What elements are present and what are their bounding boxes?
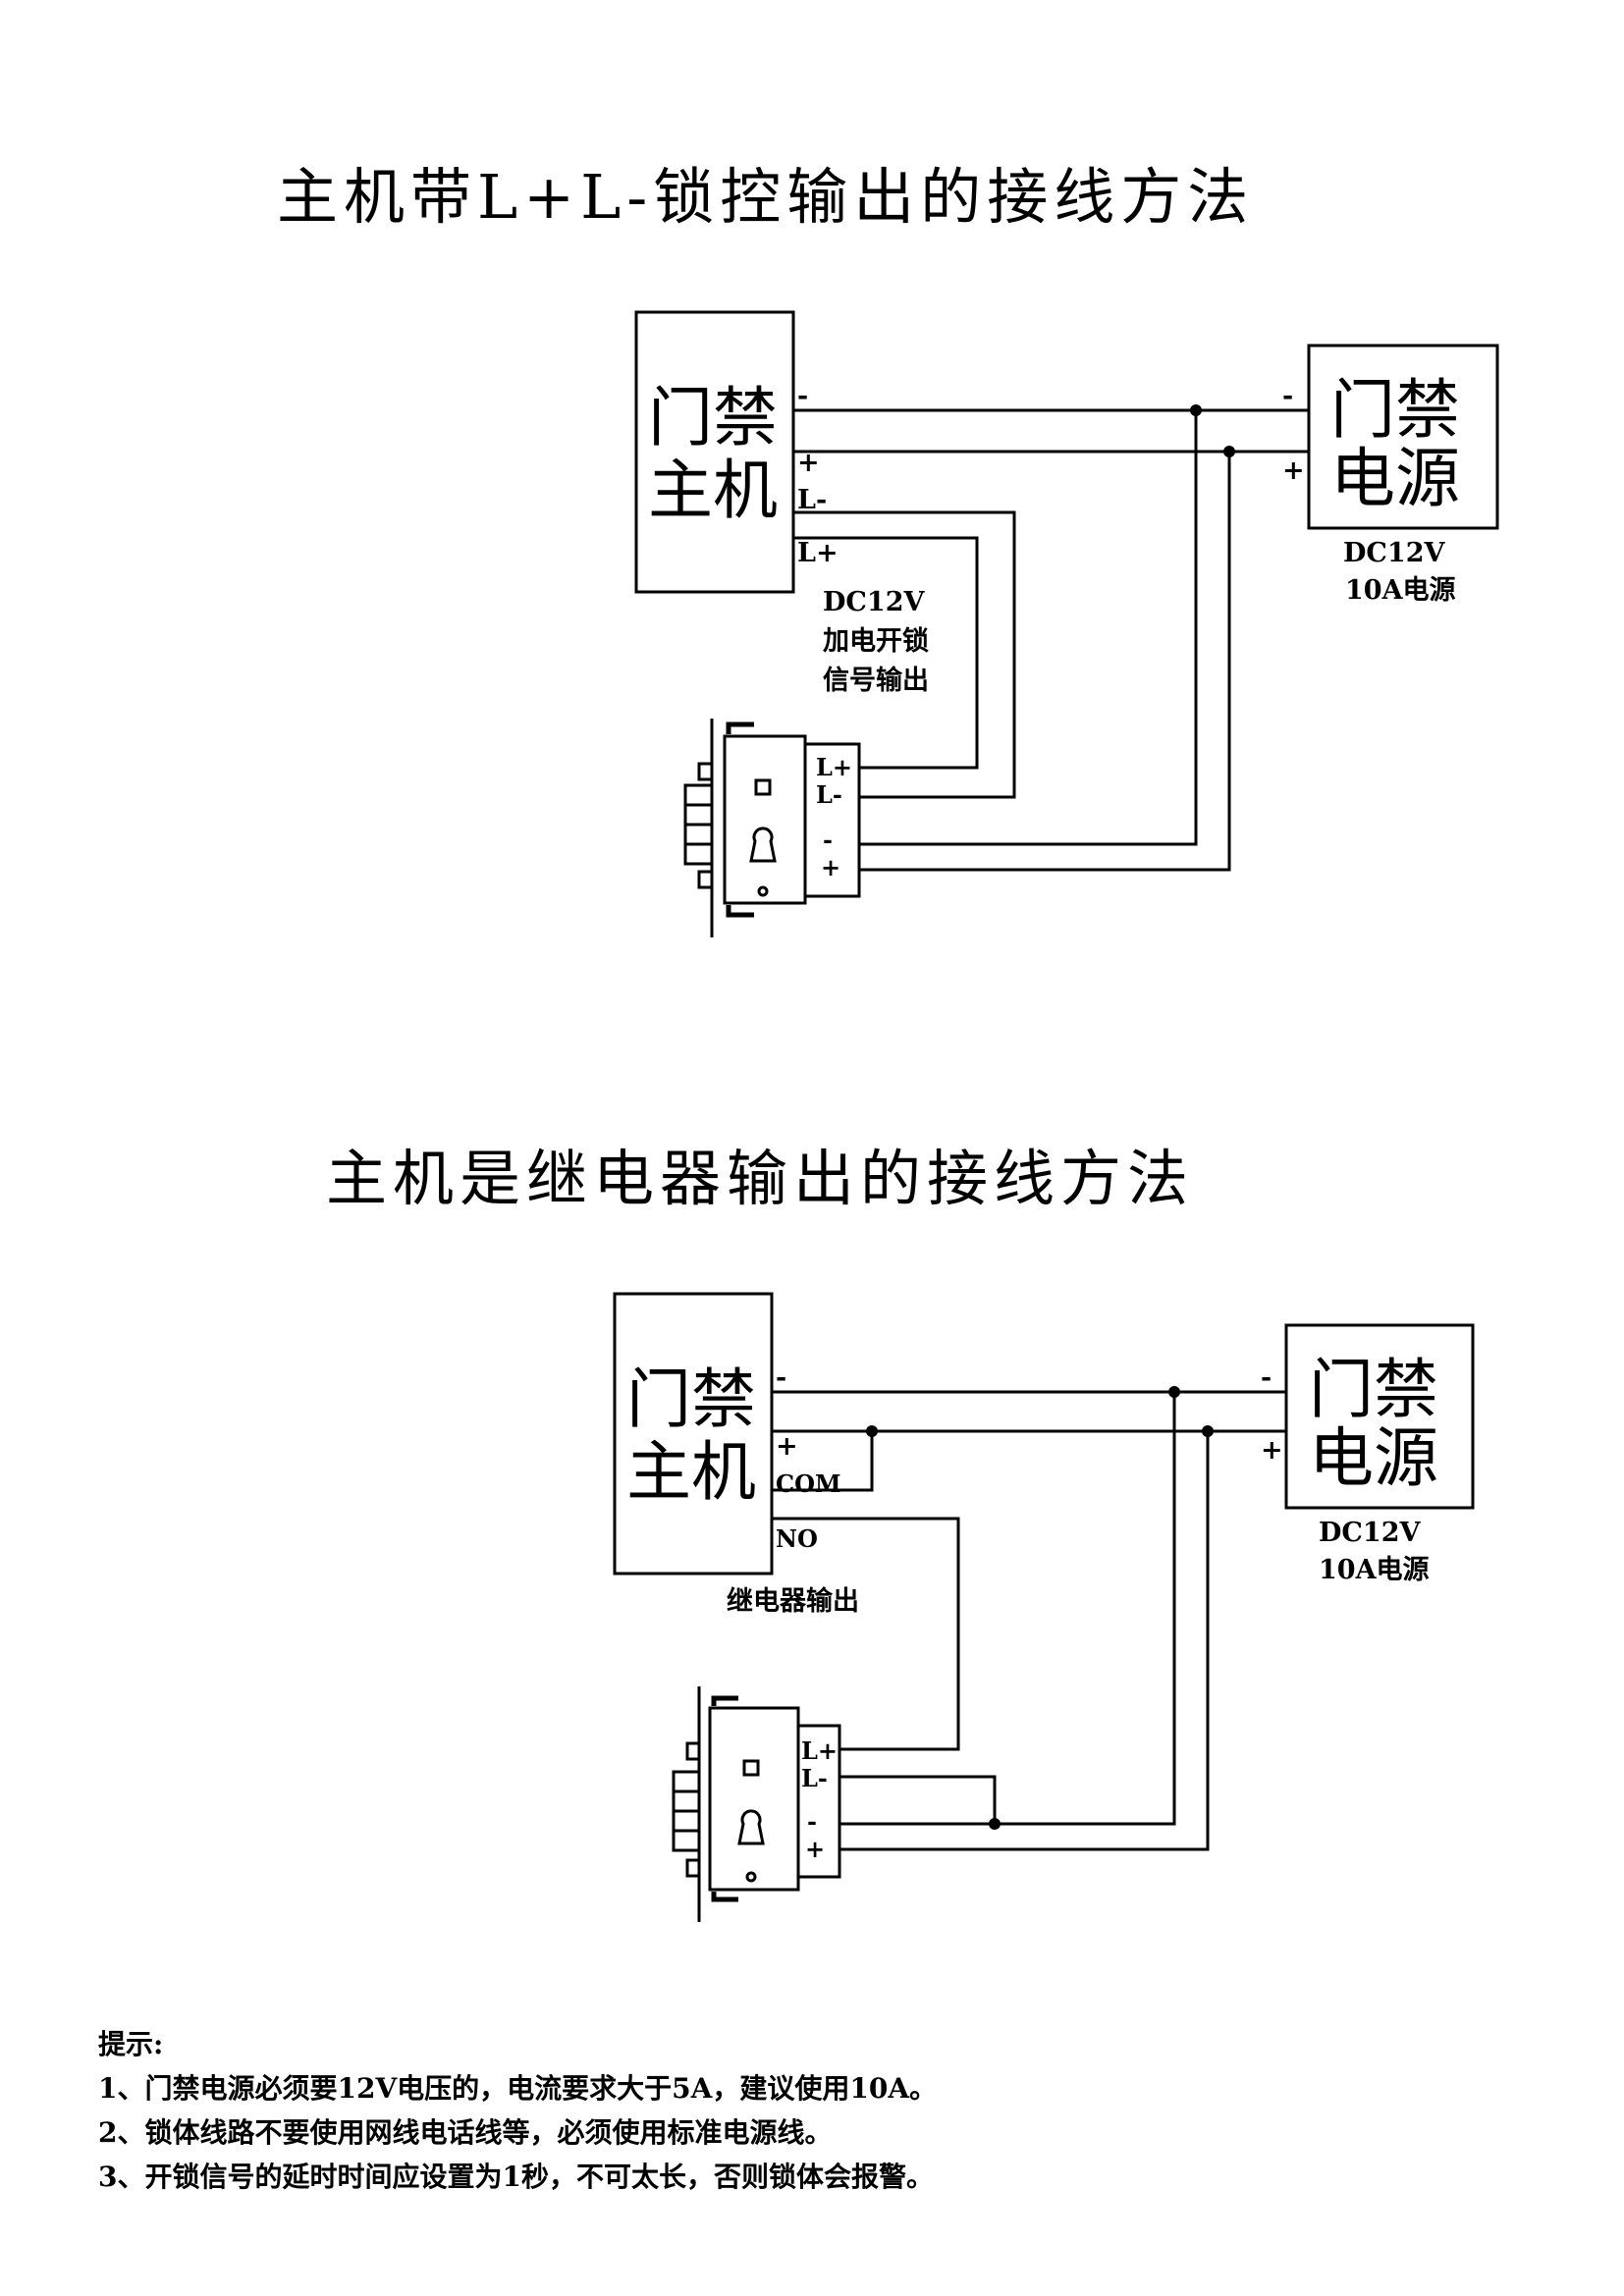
lock-terminal-l-minus: L- [801,1764,828,1792]
diagram-1-text: 门禁 主机 门禁 电源 - + L- L+ - + DC12V 10A电源 DC… [648,372,1460,881]
junction-dot [1168,1386,1180,1398]
lock-terminal-l-plus: L+ [816,753,852,781]
host-terminal-plus: + [776,1431,798,1462]
psu-spec-voltage: DC12V [1343,538,1445,568]
wire-lock-plus-1 [860,452,1231,872]
wire-lock-minus-2 [839,1392,1176,1826]
host-label-line2: 主机 [648,453,778,528]
wire-l-minus-1 [793,510,1016,799]
host-terminal-no: NO [776,1524,818,1553]
section1-title: 主机带L+L-锁控输出的接线方法 [277,161,1255,233]
psu-terminal-plus: + [1282,455,1305,486]
diagram-2-text: 门禁 主机 门禁 电源 - + COM NO 继电器输出 - + DC12V 1… [626,1352,1438,1863]
wire-l-plus-1 [793,536,979,770]
note-item: 3、开锁信号的延时时间应设置为1秒，不可太长，否则锁体会报警。 [98,2161,934,2193]
power-supply-box-2 [1284,1323,1475,1510]
psu-terminal-minus: - [1282,381,1293,411]
psu-spec-voltage: DC12V [1319,1518,1421,1548]
psu-terminal-minus: - [1261,1362,1272,1393]
host-terminal-com: COM [776,1469,841,1498]
junction-dot [1223,446,1235,457]
host-terminal-l-plus: L+ [797,538,839,568]
psu-label-line2: 电源 [1309,1420,1438,1496]
junction-dot [866,1425,878,1437]
lock-body-2 [672,1686,841,1922]
psu-spec-current: 10A电源 [1319,1555,1430,1585]
diagram-2 [613,1292,1475,1922]
host-terminal-l-minus: L- [797,485,827,515]
psu-label-line1: 门禁 [1330,372,1460,448]
lock-terminal-l-minus: L- [816,780,842,809]
lock-terminal-plus: + [805,1835,825,1863]
host-label-line1: 门禁 [626,1362,756,1437]
notes-heading: 提示: [98,2028,164,2060]
junction-dot [1202,1425,1214,1437]
psu-spec-current: 10A电源 [1345,575,1456,606]
host-label-line2: 主机 [626,1434,756,1510]
host-terminal-minus: - [776,1362,786,1393]
lock-terminal-minus: - [823,826,833,854]
signal-label-1: DC12V [823,587,925,617]
access-host-box-2 [613,1292,774,1575]
lock-terminal-minus: - [807,1807,817,1836]
notes-block: 提示: 1、门禁电源必须要12V电压的，电流要求大于5A，建议使用10A。 2、… [98,2022,937,2199]
relay-output-label: 继电器输出 [727,1585,859,1617]
wire-lock-plus-2 [839,1431,1210,1851]
section2-title: 主机是继电器输出的接线方法 [326,1143,1195,1214]
lock-terminal-l-plus: L+ [801,1736,838,1765]
host-terminal-minus: - [797,381,808,411]
junction-dot [1190,404,1202,416]
note-item: 2、锁体线路不要使用网线电话线等，必须使用标准电源线。 [98,2116,833,2149]
wire-com-2 [772,1431,874,1492]
psu-terminal-plus: + [1261,1435,1283,1466]
lock-body-1 [683,719,861,937]
signal-label-2: 加电开锁 [823,625,929,657]
power-supply-box-1 [1307,344,1499,530]
host-label-line1: 门禁 [648,380,778,455]
wire-no-2 [772,1517,960,1751]
diagram-1 [634,310,1499,937]
wire-l-minus-jumper-2 [839,1775,997,1824]
wire-lock-minus-1 [860,410,1198,846]
host-terminal-plus: + [797,448,820,478]
signal-label-3: 信号输出 [823,665,929,696]
psu-label-line1: 门禁 [1309,1352,1438,1427]
psu-label-line2: 电源 [1330,441,1460,516]
junction-dot [989,1818,1001,1830]
lock-terminal-plus: + [821,853,840,881]
note-item: 1、门禁电源必须要12V电压的，电流要求大于5A，建议使用10A。 [98,2072,938,2105]
